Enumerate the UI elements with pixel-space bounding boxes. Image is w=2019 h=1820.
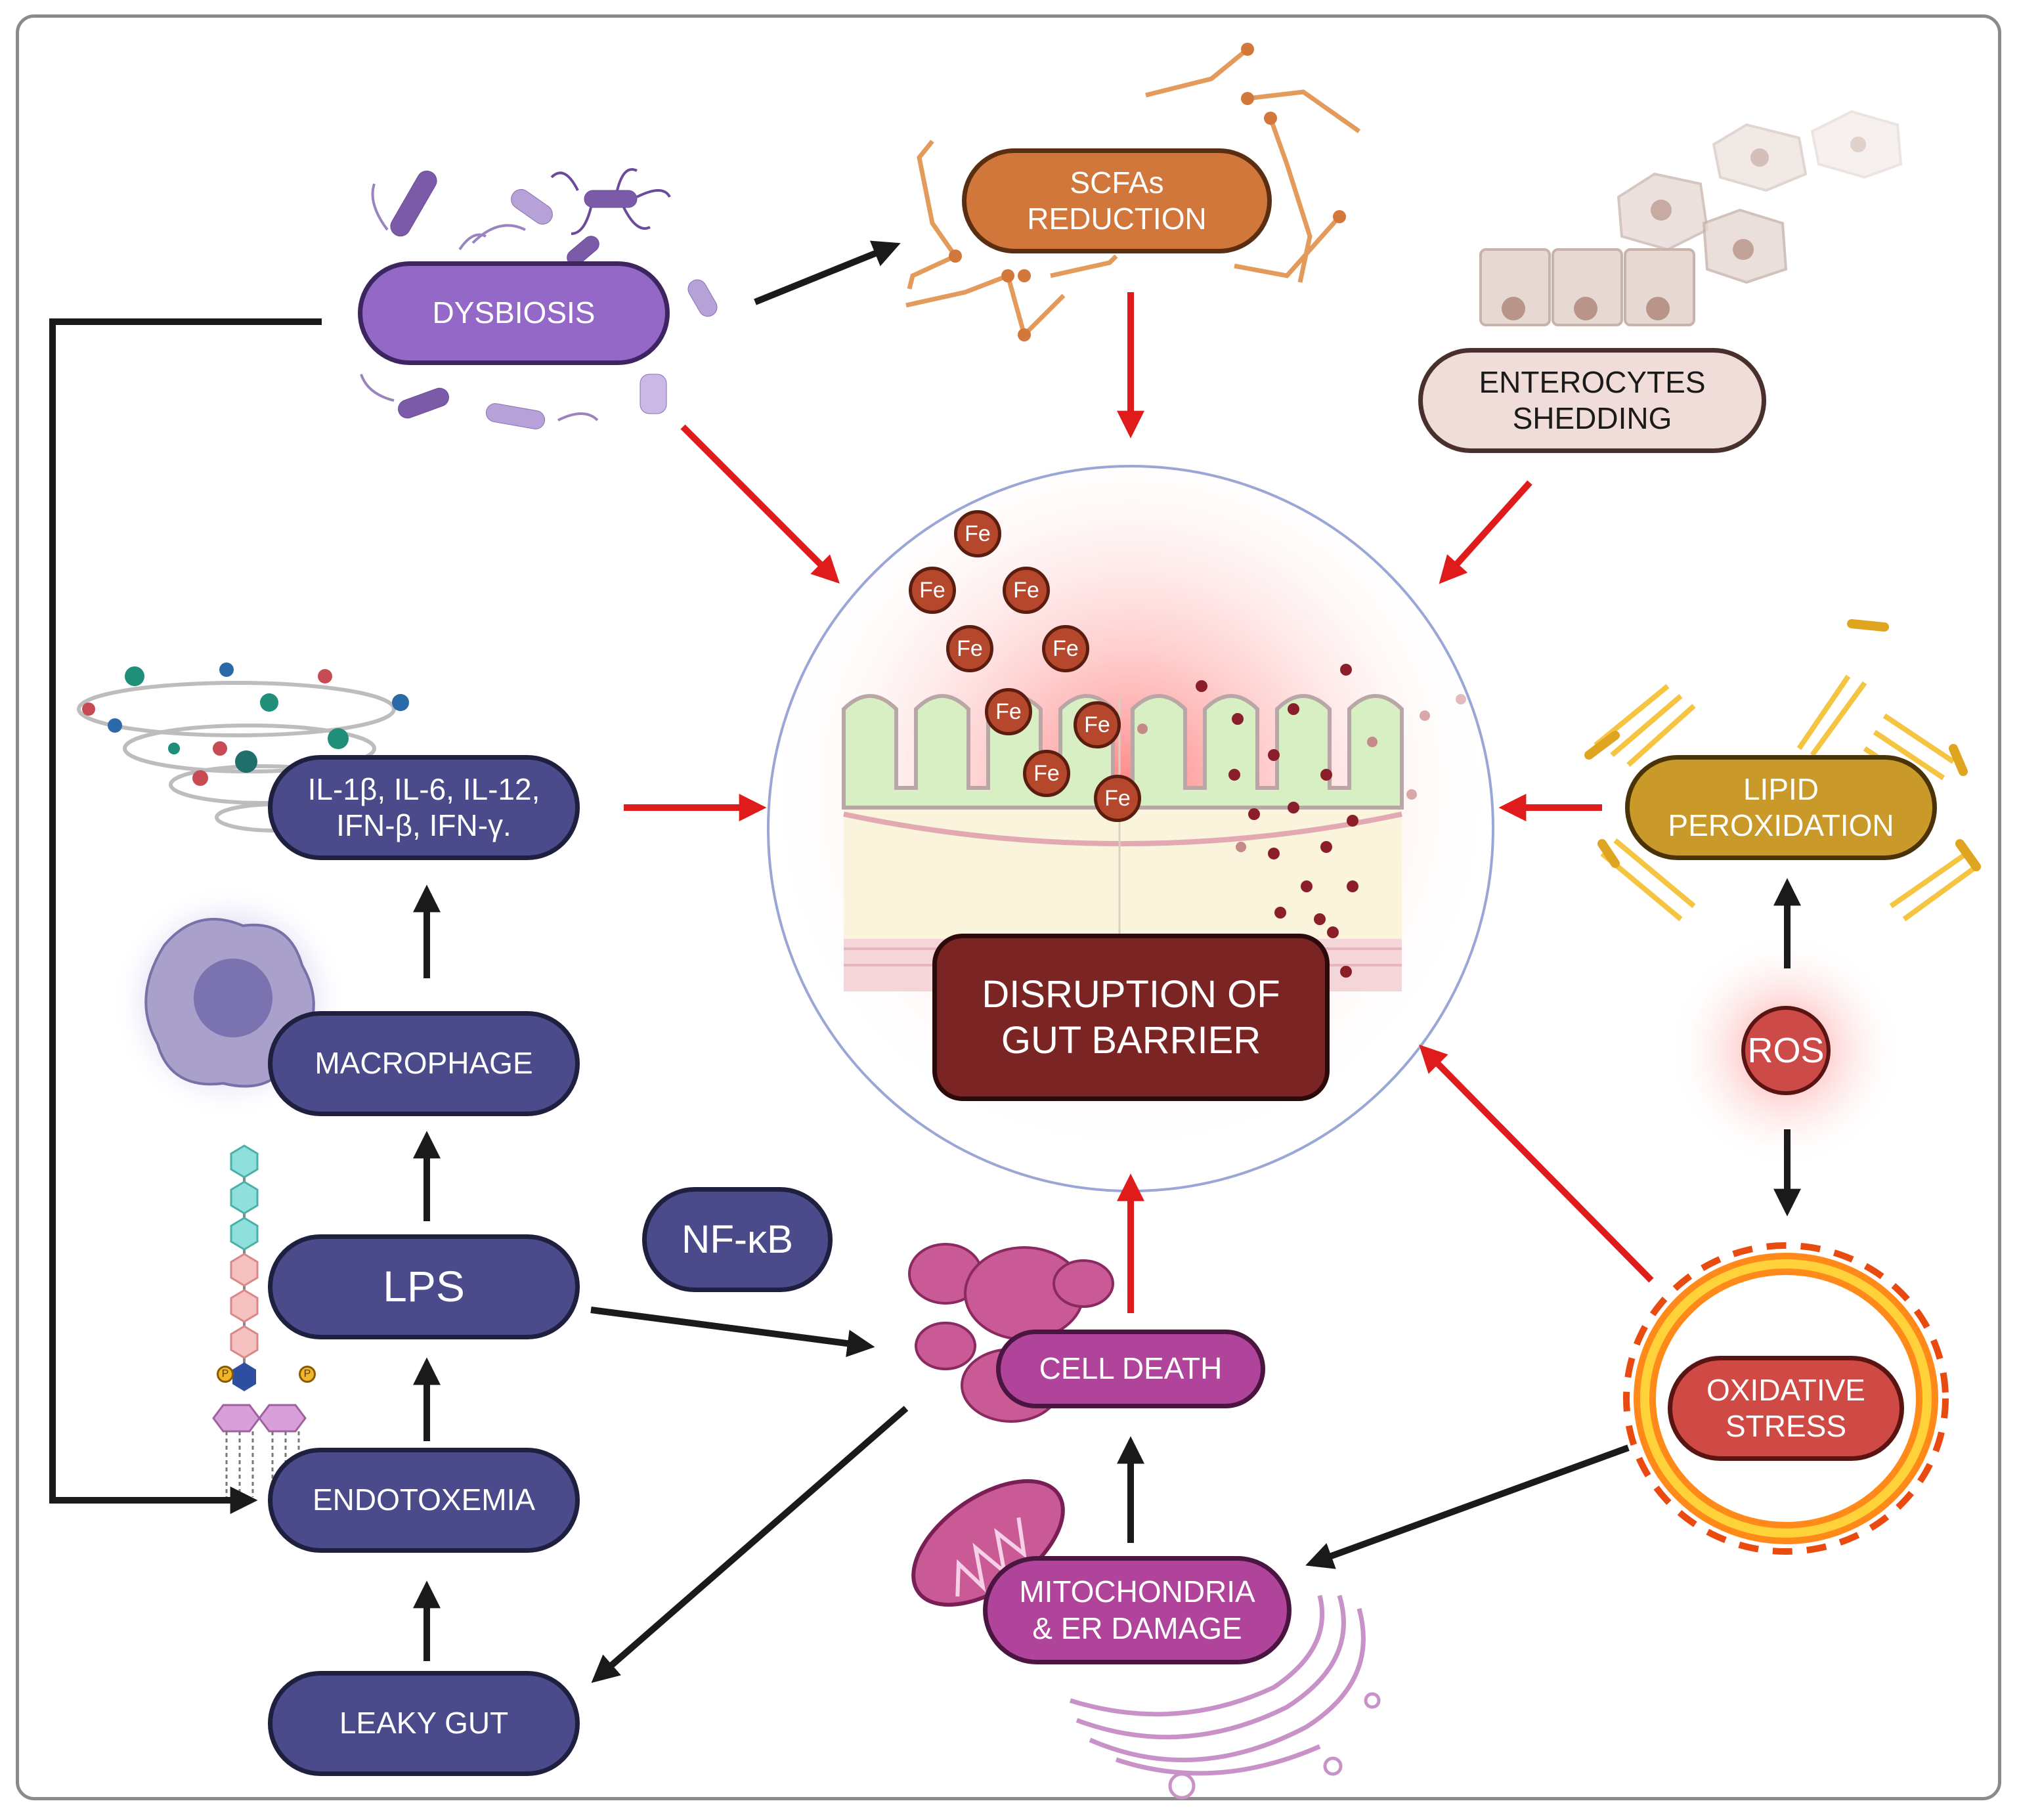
lps-molecule <box>212 1144 307 1497</box>
node-disruption-gut-barrier: DISRUPTION OF GUT BARRIER <box>932 934 1330 1101</box>
iron-ion: Fe <box>909 567 956 614</box>
phosphate-tag: P <box>299 1366 316 1383</box>
macrophage-nucleus <box>194 959 272 1037</box>
black-arrows <box>49 240 1801 1683</box>
scfa-molecule-heads <box>949 43 1346 341</box>
bacteria-cluster <box>360 168 718 429</box>
node-macrophage: MACROPHAGE <box>268 1011 580 1116</box>
iron-ion: Fe <box>954 510 1001 557</box>
iron-ion: Fe <box>1074 701 1121 748</box>
node-scfas-reduction: SCFAs REDUCTION <box>962 148 1272 253</box>
node-lps: LPS <box>268 1234 580 1339</box>
iron-ion: Fe <box>1023 750 1070 797</box>
enterocyte-cells <box>1479 110 1903 326</box>
node-mitochondria-er-damage: MITOCHONDRIA & ER DAMAGE <box>983 1556 1292 1664</box>
node-lipid-peroxidation: LIPID PEROXIDATION <box>1625 755 1937 860</box>
cytokine-dots <box>82 662 409 786</box>
node-leaky-gut: LEAKY GUT <box>268 1671 580 1776</box>
iron-ion: Fe <box>946 625 993 672</box>
lipid-molecules <box>1594 674 1978 922</box>
iron-ion: Fe <box>1094 775 1141 822</box>
lipid-molecule-heads <box>1584 619 1981 871</box>
phosphate-tag: P <box>217 1366 234 1383</box>
scfa-molecules <box>905 47 1361 337</box>
node-enterocytes-shedding: ENTEROCYTES SHEDDING <box>1418 348 1766 453</box>
node-cytokines: IL-1β, IL-6, IL-12, IFN-β, IFN-γ. <box>268 755 580 860</box>
node-dysbiosis: DYSBIOSIS <box>358 261 670 365</box>
endoplasmic-reticulum <box>1069 1594 1366 1776</box>
er-vesicles <box>1168 1692 1381 1800</box>
iron-ion: Fe <box>1042 625 1089 672</box>
node-oxidative-stress: OXIDATIVE STRESS <box>1668 1356 1904 1461</box>
enterocyte-nuclei <box>1502 137 1866 320</box>
node-ros: ROS <box>1741 1006 1831 1095</box>
node-cell-death: CELL DEATH <box>996 1330 1265 1408</box>
cell-death-blobs <box>908 1243 1114 1423</box>
iron-ion: Fe <box>1003 567 1050 614</box>
node-nf-kb: NF-κB <box>642 1187 833 1292</box>
iron-ion: Fe <box>985 688 1032 735</box>
node-endotoxemia: ENDOTOXEMIA <box>268 1448 580 1553</box>
oxidative-stress-fire <box>1623 1242 1949 1555</box>
red-arrows <box>624 292 1654 1313</box>
